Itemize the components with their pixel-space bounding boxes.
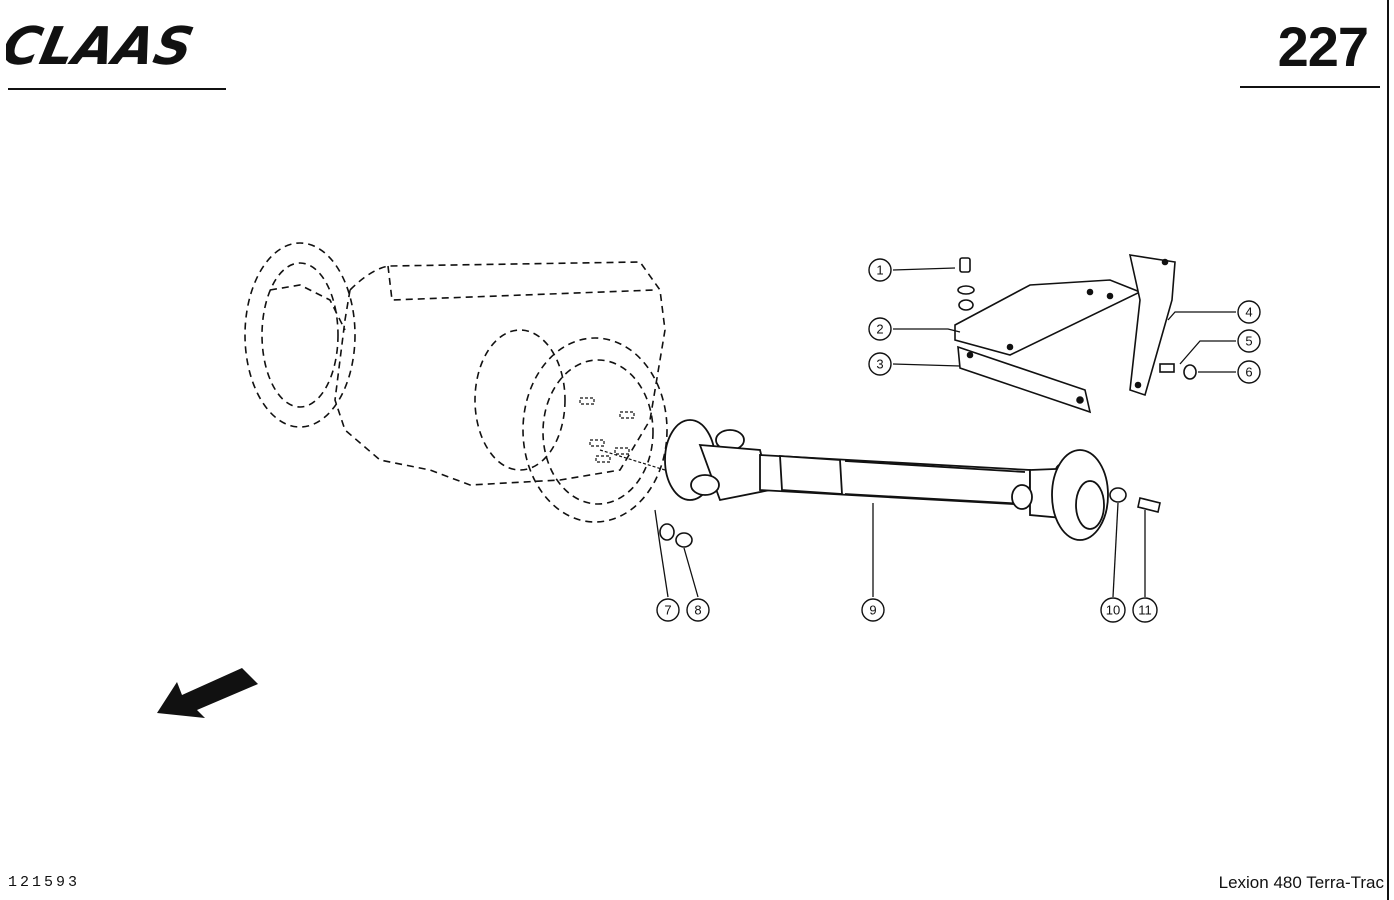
machine-model: Lexion 480 Terra-Trac [1218,873,1384,892]
svg-text:3: 3 [876,357,883,372]
callout-4: 4 [1237,300,1261,324]
callout-5: 5 [1237,329,1261,353]
svg-text:11: 11 [1138,603,1152,618]
callout-2: 2 [868,317,892,341]
svg-text:2: 2 [876,322,883,337]
callout-6: 6 [1237,360,1261,384]
claas-logo-text: CLAAS [6,17,199,76]
svg-text:7: 7 [664,603,671,618]
svg-text:4: 4 [1245,305,1252,320]
page-border-right [1387,0,1389,900]
gearbox-housing [244,242,668,523]
bracket-assembly [954,254,1197,414]
callout-10: 10 [1100,597,1126,623]
svg-text:6: 6 [1245,365,1252,380]
bolt-item-11 [1137,497,1161,513]
callout-8: 8 [686,598,710,622]
nut-item-8 [675,532,693,548]
logo-underline [8,88,226,90]
callout-11: 11 [1132,597,1158,623]
loose-hardware [659,487,1161,548]
travel-direction-arrow-icon [157,668,258,718]
claas-logo: CLAAS [6,17,199,76]
svg-text:1: 1 [876,263,883,278]
washer-item-7 [659,523,675,541]
callout-3: 3 [868,352,892,376]
callout-1: 1 [868,258,892,282]
nut-item-10 [1109,487,1127,503]
page-number-underline [1240,86,1380,88]
cardan-shaft [664,419,1109,541]
svg-text:8: 8 [694,603,701,618]
document-id: 121593 [8,874,81,891]
svg-text:9: 9 [869,603,876,618]
callout-9: 9 [861,598,885,622]
svg-text:5: 5 [1245,334,1252,349]
callout-7: 7 [656,598,680,622]
gearbox-flange-bolts [579,397,666,471]
page-number: 227 [1277,15,1369,78]
svg-text:10: 10 [1106,603,1120,618]
callout-leader-lines [654,267,1236,598]
